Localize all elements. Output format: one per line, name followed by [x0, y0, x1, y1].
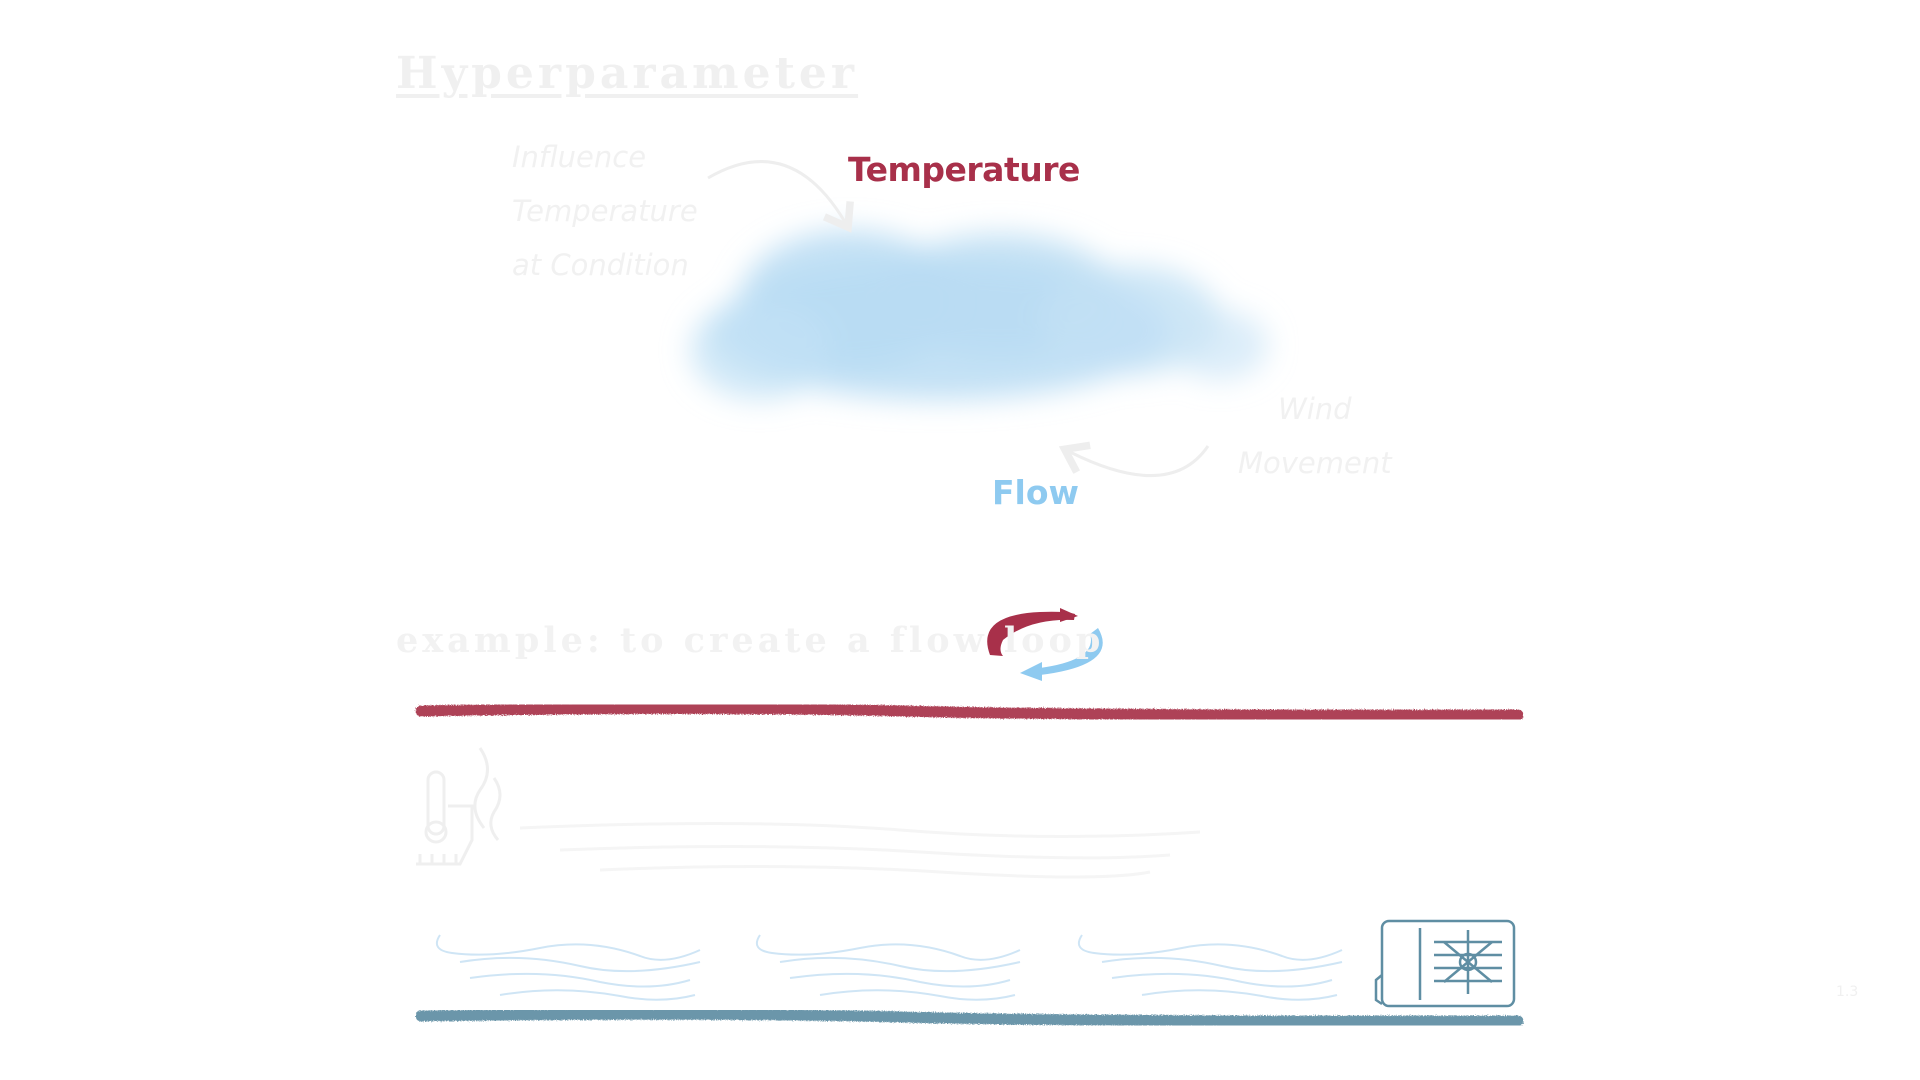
- note-right-line: Wind: [1278, 392, 1352, 426]
- cycle-arrows-icon: [987, 608, 1103, 681]
- note-left-line: at Condition: [512, 248, 689, 282]
- cloud-icon: [690, 230, 1268, 400]
- air-conditioner-icon: [1374, 919, 1516, 1008]
- note-left: Influence Temperature at Condition: [512, 130, 698, 292]
- note-left-line: Influence: [512, 140, 647, 174]
- heater-icon: [416, 747, 502, 866]
- flow-label: Flow: [992, 473, 1080, 512]
- curved-arrow-icon: [1070, 446, 1210, 478]
- wind-icon: [436, 934, 701, 1001]
- temperature-label: Temperature: [848, 150, 1080, 189]
- note-right-line: Movement: [1238, 446, 1392, 480]
- example-caption: example: to create a flow loop: [396, 620, 1105, 661]
- heat-wave-icon: [519, 821, 1201, 879]
- curved-arrow-icon: [707, 160, 845, 222]
- page-title: Hyperparameter: [396, 48, 859, 99]
- note-right: Wind Movement: [1238, 382, 1392, 490]
- page-number: 1.3: [1836, 984, 1859, 1000]
- wind-icon: [1078, 934, 1343, 1001]
- cool-line: [415, 1008, 1524, 1027]
- temperature-line: [415, 703, 1524, 721]
- wind-icon: [756, 934, 1021, 1001]
- note-left-line: Temperature: [512, 194, 698, 228]
